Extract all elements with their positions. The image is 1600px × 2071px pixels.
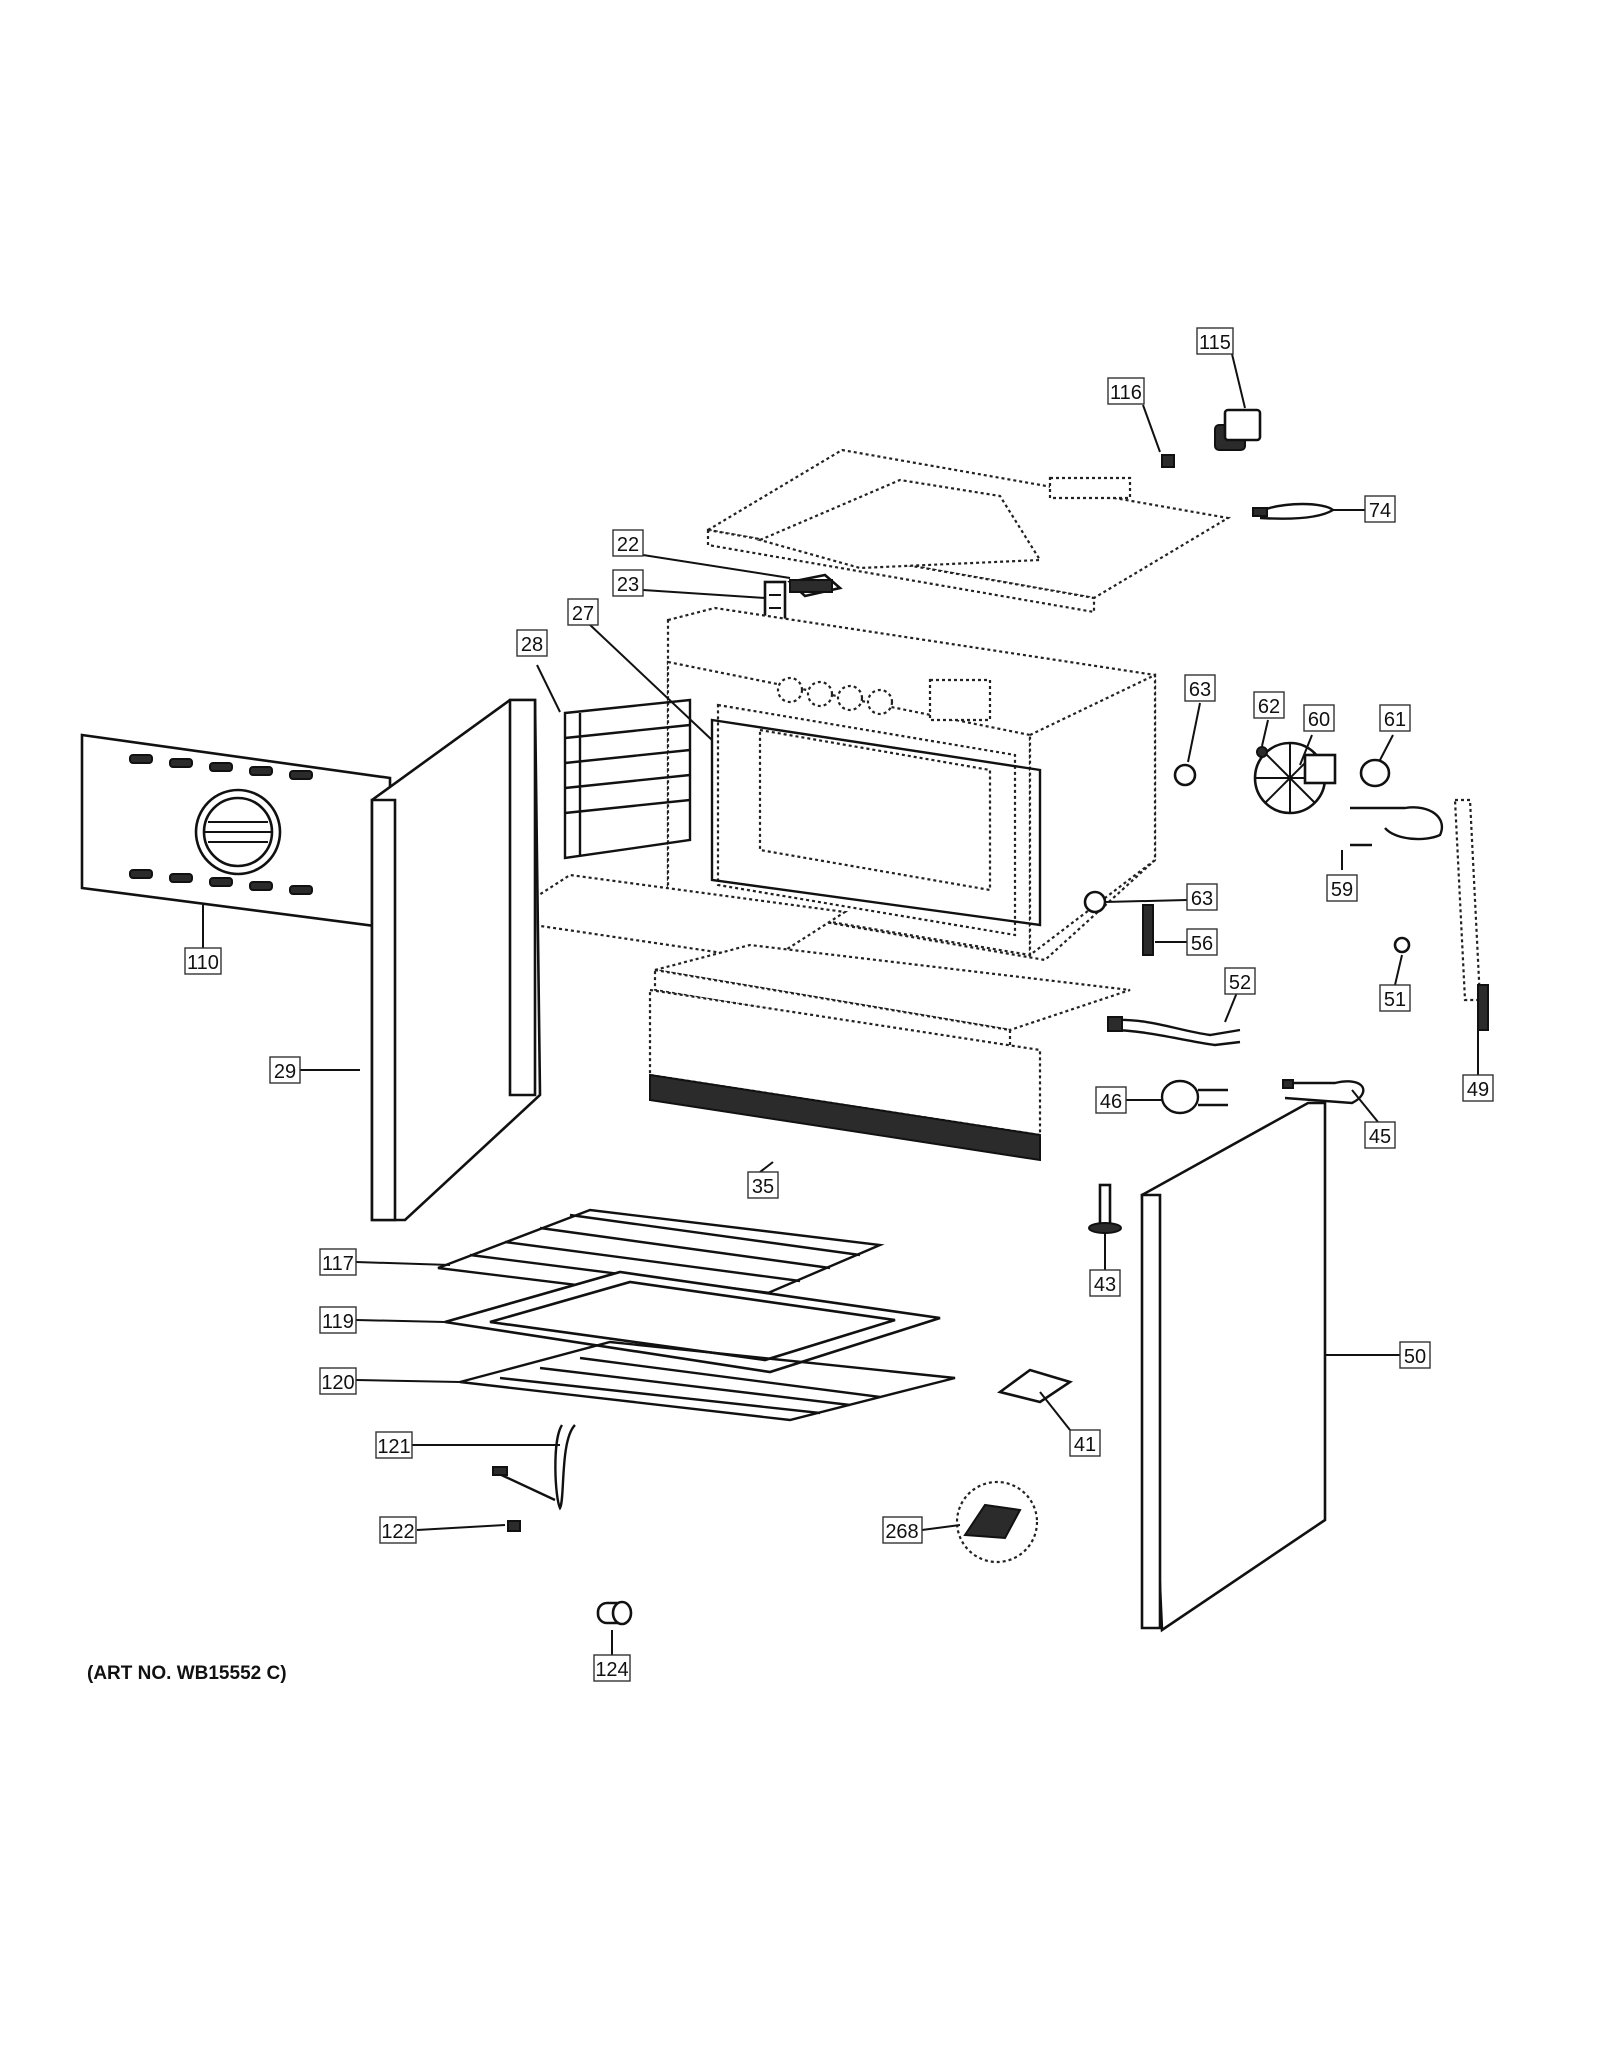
callout-35: 35 (747, 1171, 779, 1199)
callout-62: 62 (1253, 691, 1285, 719)
svg-text:61: 61 (1384, 709, 1406, 731)
callout-61: 61 (1379, 704, 1411, 732)
svg-text:124: 124 (595, 1659, 628, 1681)
callout-27: 27 (567, 598, 599, 626)
callout-51: 51 (1379, 984, 1411, 1012)
fan-wire-part (1350, 806, 1443, 847)
lower-front-panel (648, 988, 1042, 1162)
temperature-probe-part (492, 1424, 576, 1511)
svg-text:119: 119 (322, 1311, 354, 1333)
svg-text:50: 50 (1404, 1346, 1426, 1368)
svg-text:115: 115 (1199, 332, 1231, 354)
svg-text:29: 29 (274, 1061, 296, 1083)
light-bulb-part (596, 1600, 633, 1626)
svg-text:268: 268 (885, 1521, 918, 1543)
callout-49: 49 (1462, 1074, 1494, 1102)
flat-rack-part (459, 1340, 956, 1422)
svg-text:23: 23 (617, 574, 639, 596)
callout-52: 52 (1224, 967, 1256, 995)
svg-text:51: 51 (1384, 989, 1406, 1011)
callout-41: 41 (1069, 1429, 1101, 1457)
top-cover (704, 448, 1232, 614)
callouts: 115 116 74 22 23 27 28 63 (184, 327, 1494, 1682)
callout-50: 50 (1399, 1341, 1431, 1369)
broil-pan-part (444, 1270, 941, 1374)
callout-268: 268 (882, 1516, 923, 1544)
art-number-note: (ART NO. WB15552 C) (87, 1663, 287, 1684)
callout-60: 60 (1303, 704, 1335, 732)
callout-63: 63 (1184, 674, 1216, 702)
callout-28: 28 (516, 629, 548, 657)
svg-text:74: 74 (1369, 500, 1391, 522)
svg-text:49: 49 (1467, 1079, 1489, 1101)
svg-text:27: 27 (572, 603, 594, 625)
oven-bottom-tray (496, 873, 1131, 1052)
control-board-part (787, 573, 843, 598)
svg-text:116: 116 (1110, 382, 1142, 404)
right-side-panel-part (1140, 1101, 1327, 1633)
callout-46: 46 (1095, 1086, 1127, 1114)
svg-text:110: 110 (187, 952, 219, 974)
callout-110: 110 (184, 947, 222, 975)
callout-116: 116 (1107, 377, 1145, 405)
wire-lead-part (1282, 1079, 1365, 1105)
callout-56: 56 (1186, 928, 1218, 956)
callout-23: 23 (612, 569, 644, 597)
svg-text:63: 63 (1191, 888, 1213, 910)
svg-text:120: 120 (321, 1372, 354, 1394)
leveling-leg-part (1088, 1183, 1122, 1234)
svg-text:62: 62 (1258, 696, 1280, 718)
grommet-part (1393, 936, 1411, 954)
svg-text:117: 117 (322, 1253, 354, 1275)
svg-text:59: 59 (1331, 879, 1353, 901)
callout-121: 121 (375, 1431, 413, 1459)
callout-119: 119 (319, 1306, 357, 1334)
callout-122: 122 (379, 1516, 417, 1544)
svg-text:60: 60 (1308, 709, 1330, 731)
clip-part (1161, 454, 1175, 468)
thermostat-switch-part (1214, 408, 1262, 451)
door-gasket-part (710, 718, 1042, 927)
fan-motor-cap-part (1359, 758, 1391, 788)
leader-lines (202, 353, 1479, 1655)
svg-text:45: 45 (1369, 1126, 1391, 1148)
callout-45: 45 (1364, 1121, 1396, 1149)
wire-loop-part (1160, 1079, 1228, 1115)
svg-text:122: 122 (381, 1521, 414, 1543)
svg-text:52: 52 (1229, 972, 1251, 994)
svg-text:28: 28 (521, 634, 543, 656)
convection-fan-part (1253, 741, 1337, 815)
svg-text:43: 43 (1094, 1274, 1116, 1296)
hinge-rod-part (1453, 798, 1489, 1031)
svg-text:56: 56 (1191, 933, 1213, 955)
accessory-detail-part (955, 1480, 1039, 1564)
callout-63: 63 (1186, 883, 1218, 911)
callout-43: 43 (1089, 1269, 1121, 1297)
svg-text:35: 35 (752, 1176, 774, 1198)
svg-text:63: 63 (1189, 679, 1211, 701)
rear-panel-part (80, 733, 392, 930)
callout-74: 74 (1364, 495, 1396, 523)
callout-59: 59 (1326, 874, 1358, 902)
svg-text:121: 121 (377, 1436, 410, 1458)
svg-text:41: 41 (1074, 1434, 1096, 1456)
left-side-panel-part (370, 698, 542, 1222)
connector-part (507, 1520, 521, 1532)
oven-cavity (666, 606, 1157, 962)
callout-117: 117 (319, 1248, 357, 1276)
callout-115: 115 (1196, 327, 1234, 355)
svg-text:46: 46 (1100, 1091, 1122, 1113)
callout-29: 29 (269, 1056, 301, 1084)
sensor-wire-part (1252, 502, 1336, 520)
rack-slide-part (996, 1368, 1074, 1404)
wire-harness-part (1107, 1016, 1241, 1047)
svg-text:22: 22 (617, 534, 639, 556)
callout-22: 22 (612, 529, 644, 557)
door-latch-part (1142, 904, 1154, 956)
callout-124: 124 (593, 1654, 631, 1682)
rack-supports-part (563, 698, 692, 860)
callout-120: 120 (319, 1367, 357, 1395)
